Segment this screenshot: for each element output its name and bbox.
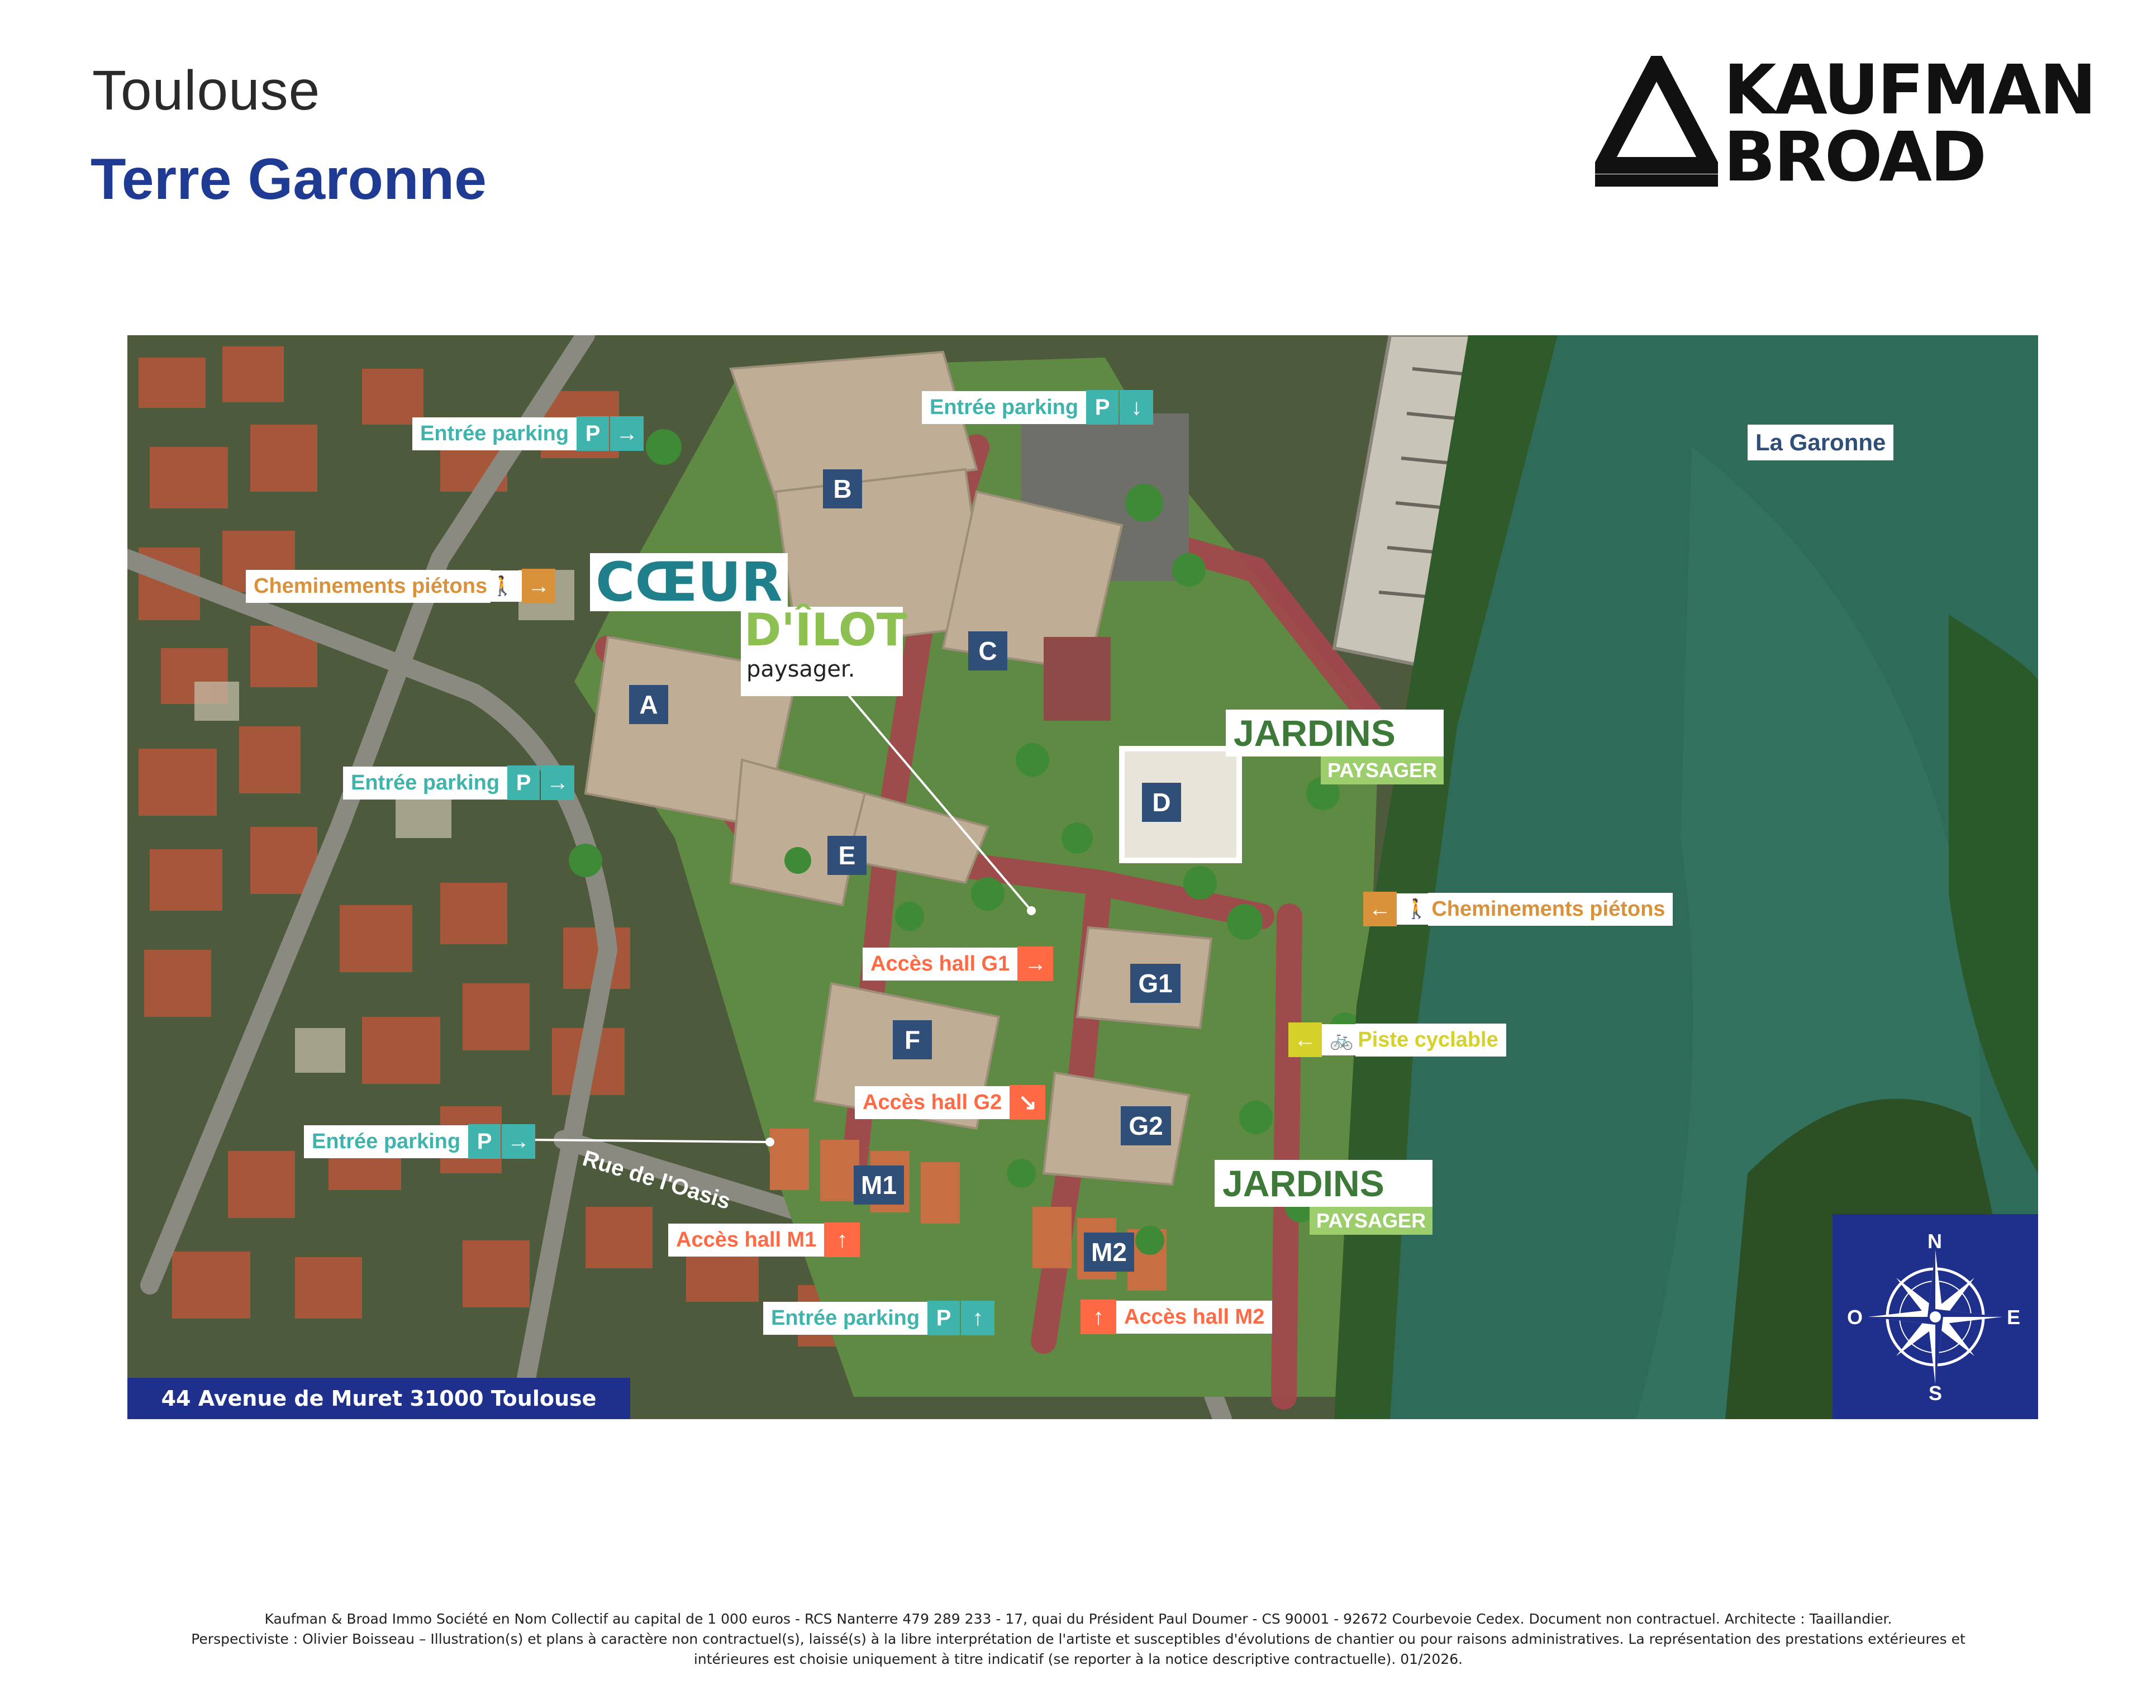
parking-entrance-text: Entrée parking <box>922 391 1087 424</box>
legal-footer-line-2: Perspectiviste : Olivier Boisseau – Illu… <box>191 1631 1965 1667</box>
pedestrian-path-label-2: ← 🚶 Cheminements piétons <box>1363 892 1673 926</box>
building-g1-tag: G1 <box>1130 964 1181 1003</box>
parking-entrance-text: Entrée parking <box>343 766 508 800</box>
parking-icon: P <box>577 416 610 451</box>
pedestrian-path-text: Cheminements piétons <box>246 569 491 603</box>
compass-south-label: S <box>1929 1382 1943 1405</box>
arrow-right-icon: → <box>522 569 556 603</box>
hall-access-text: Accès hall M2 <box>1116 1300 1273 1334</box>
hall-access-m2-label: ↑ Accès hall M2 <box>1081 1300 1273 1334</box>
coeur-label-3: paysager. <box>746 656 855 682</box>
arrow-left-icon: ← <box>1363 892 1397 926</box>
logo-line-1: KAUFMAN <box>1724 50 2097 130</box>
arrow-down-right-icon: ↘ <box>1010 1085 1046 1120</box>
project-title: Terre Garonne <box>91 147 487 212</box>
city-title: Toulouse <box>92 59 321 122</box>
building-a-tag: A <box>629 685 668 724</box>
hall-access-text: Accès hall G2 <box>855 1086 1010 1119</box>
legal-footer: Kaufman & Broad Immo Société en Nom Coll… <box>168 1609 1989 1669</box>
compass-north-label: N <box>1927 1230 1942 1253</box>
parking-icon: P <box>507 765 540 800</box>
parking-entrance-text: Entrée parking <box>304 1125 469 1158</box>
parking-entrance-text: Entrée parking <box>763 1301 928 1335</box>
jardins-title-2: JARDINS <box>1215 1160 1433 1207</box>
pedestrian-path-label-1: Cheminements piétons 🚶 → <box>246 569 556 603</box>
arrow-right-icon: → <box>541 765 575 800</box>
jardins-subtitle-1: PAYSAGER <box>1321 757 1444 784</box>
parking-entrance-label-4: Entrée parking P → <box>304 1124 536 1159</box>
hall-access-text: Accès hall M1 <box>668 1223 825 1257</box>
building-b-tag: B <box>823 469 862 508</box>
compass-east-label: E <box>2007 1306 2021 1329</box>
arrow-down-icon: ↓ <box>1120 390 1154 425</box>
building-m1-tag: M1 <box>854 1165 904 1205</box>
compass-rose-icon <box>1868 1250 2002 1384</box>
address-bar: 44 Avenue de Muret 31000 Toulouse <box>127 1378 630 1419</box>
arrow-up-icon: ↑ <box>1081 1300 1116 1334</box>
aerial-map-drawing <box>127 335 2038 1419</box>
coeur-box: D'ÎLOT paysager. <box>741 604 907 696</box>
aerial-map: Rue de l'Oasis La Garonne CŒUR D'ÎLOT pa… <box>127 335 2038 1419</box>
jardins-label-1: JARDINS PAYSAGER <box>1226 710 1444 784</box>
pedestrian-icon: 🚶 <box>1397 893 1429 925</box>
bicycle-icon: 🚲 <box>1322 1024 1356 1055</box>
river-label: La Garonne <box>1748 425 1894 460</box>
hall-access-text: Accès hall G1 <box>863 947 1018 981</box>
parking-entrance-label-1: Entrée parking P → <box>412 416 644 451</box>
kaufman-broad-logo: KAUFMAN BROAD <box>1589 45 2097 197</box>
parking-entrance-label-3: Entrée parking P → <box>343 765 575 800</box>
jardins-title-1: JARDINS <box>1226 710 1444 757</box>
jardins-label-2: JARDINS PAYSAGER <box>1215 1160 1433 1235</box>
building-m2-tag: M2 <box>1084 1233 1134 1272</box>
building-g2-tag: G2 <box>1121 1106 1171 1145</box>
logo-line-2: BROAD <box>1724 117 1987 197</box>
hall-access-g2-label: Accès hall G2 ↘ <box>855 1085 1046 1120</box>
pedestrian-path-text: Cheminements piétons <box>1428 892 1673 926</box>
parking-entrance-label-2: Entrée parking P ↓ <box>922 390 1154 425</box>
bike-path-label: ← 🚲 Piste cyclable <box>1288 1022 1506 1057</box>
parking-entrance-text: Entrée parking <box>412 417 577 450</box>
arrow-right-icon: → <box>502 1124 536 1159</box>
arrow-right-icon: → <box>610 416 644 451</box>
parking-icon: P <box>468 1124 501 1159</box>
arrow-left-icon: ← <box>1288 1022 1322 1057</box>
parking-icon: P <box>1086 390 1119 425</box>
building-f-tag: F <box>893 1020 932 1059</box>
hall-access-m1-label: Accès hall M1 ↑ <box>668 1222 860 1257</box>
coeur-label-1: CŒUR <box>590 553 788 611</box>
building-c-tag: C <box>968 631 1007 670</box>
arrow-up-icon: ↑ <box>961 1301 995 1335</box>
triangle-logo-icon <box>1589 45 1724 187</box>
compass-rose-panel: N S E O <box>1833 1214 2038 1419</box>
parking-icon: P <box>927 1301 960 1335</box>
pedestrian-icon: 🚶 <box>491 570 522 602</box>
arrow-up-icon: ↑ <box>824 1222 860 1257</box>
arrow-right-icon: → <box>1017 946 1054 981</box>
bike-path-text: Piste cyclable <box>1355 1023 1506 1057</box>
legal-footer-line-1: Kaufman & Broad Immo Société en Nom Coll… <box>264 1611 1892 1627</box>
compass-west-label: O <box>1847 1306 1863 1329</box>
jardins-subtitle-2: PAYSAGER <box>1310 1207 1433 1235</box>
hall-access-g1-label: Accès hall G1 → <box>863 946 1054 981</box>
building-d-tag: D <box>1142 783 1181 822</box>
coeur-label-2: D'ÎLOT <box>744 604 907 656</box>
building-e-tag: E <box>827 836 867 875</box>
parking-entrance-label-5: Entrée parking P ↑ <box>763 1301 995 1335</box>
